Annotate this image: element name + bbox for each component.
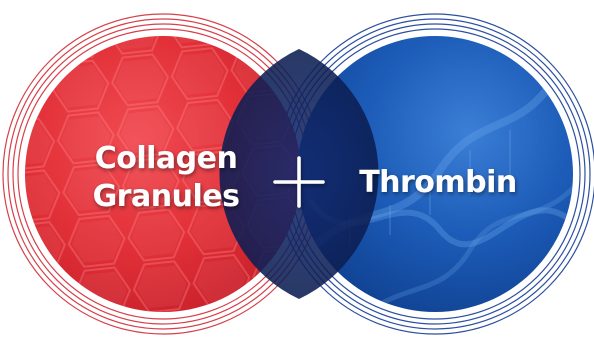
collagen-label-line1: Collagen [95,141,238,176]
collagen-label-line2: Granules [93,179,240,214]
plus-symbol: + [273,124,325,197]
plus-icon [273,156,325,208]
thrombin-label: Thrombin [359,165,517,200]
